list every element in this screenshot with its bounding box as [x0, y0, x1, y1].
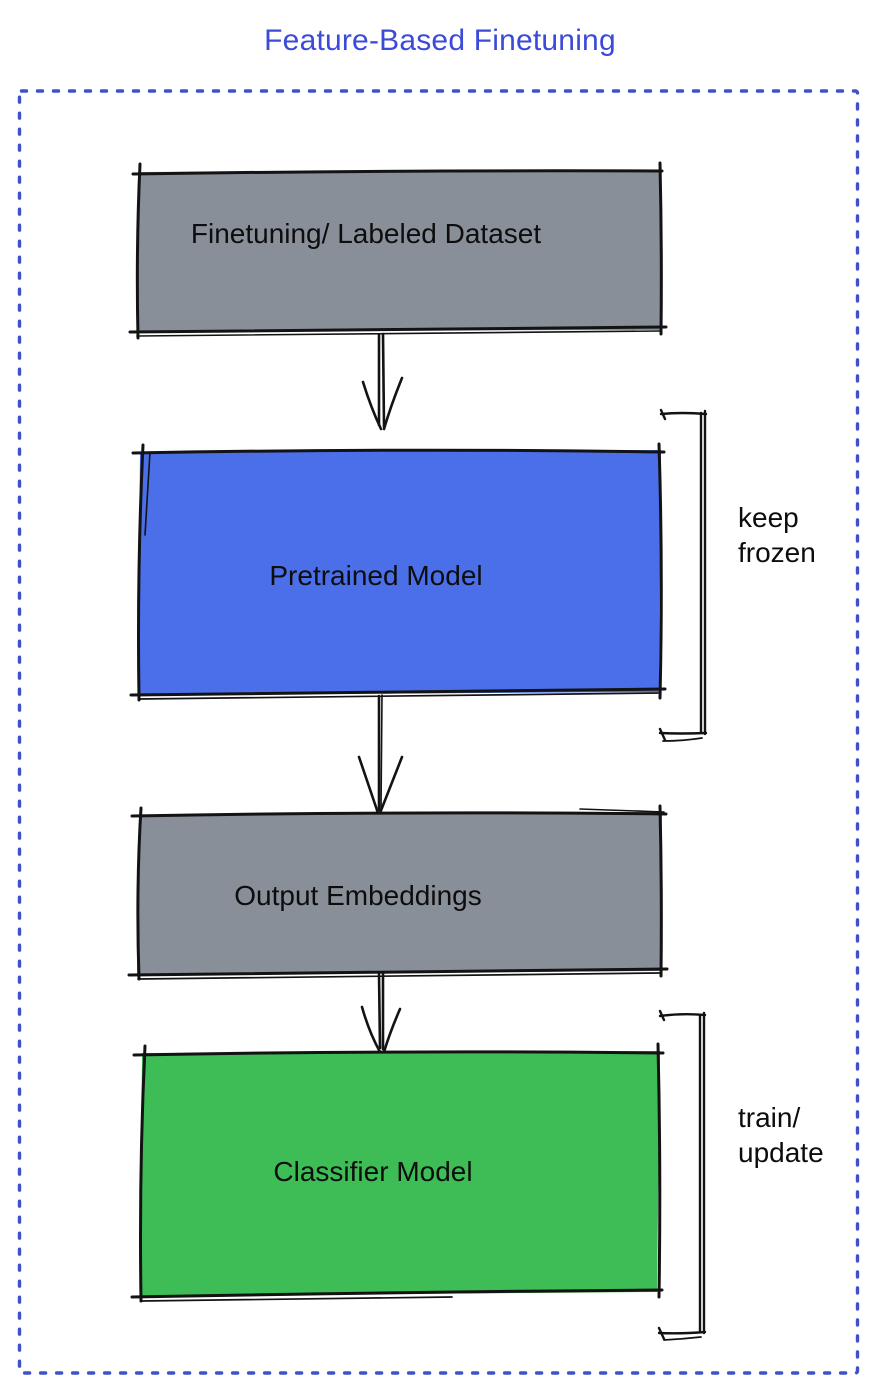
dataset-box-label: Finetuning/ Labeled Dataset	[190, 218, 542, 249]
output-embeddings-box	[137, 812, 662, 974]
classifier-model-box	[140, 1051, 660, 1296]
arrow-pretrained-to-embeddings	[357, 694, 404, 815]
arrow-embeddings-to-classifier	[360, 971, 402, 1054]
train-update-bracket	[657, 1009, 707, 1341]
diagram-title: Feature-Based Finetuning	[264, 24, 616, 57]
dashed-frame	[17, 89, 860, 1375]
dataset-box	[137, 170, 661, 331]
classifier-model-box-border	[130, 1042, 665, 1303]
arrow-dataset-to-pretrained	[361, 332, 404, 431]
pretrained-model-box-border	[129, 442, 667, 702]
keep-frozen-bracket	[658, 408, 708, 742]
pretrained-model-box-label: Pretrained Model	[269, 560, 483, 591]
output-embeddings-box-border	[127, 804, 669, 981]
ink-strokes	[127, 161, 708, 1341]
classifier-model-box-label: Classifier Model	[273, 1156, 473, 1187]
output-embeddings-box-label: Output Embeddings	[234, 880, 482, 911]
pretrained-model-box	[138, 450, 661, 695]
train-update-annotation: train/ update	[738, 1102, 824, 1168]
dataset-box-border	[128, 161, 668, 340]
keep-frozen-annotation: keep frozen	[738, 502, 816, 568]
